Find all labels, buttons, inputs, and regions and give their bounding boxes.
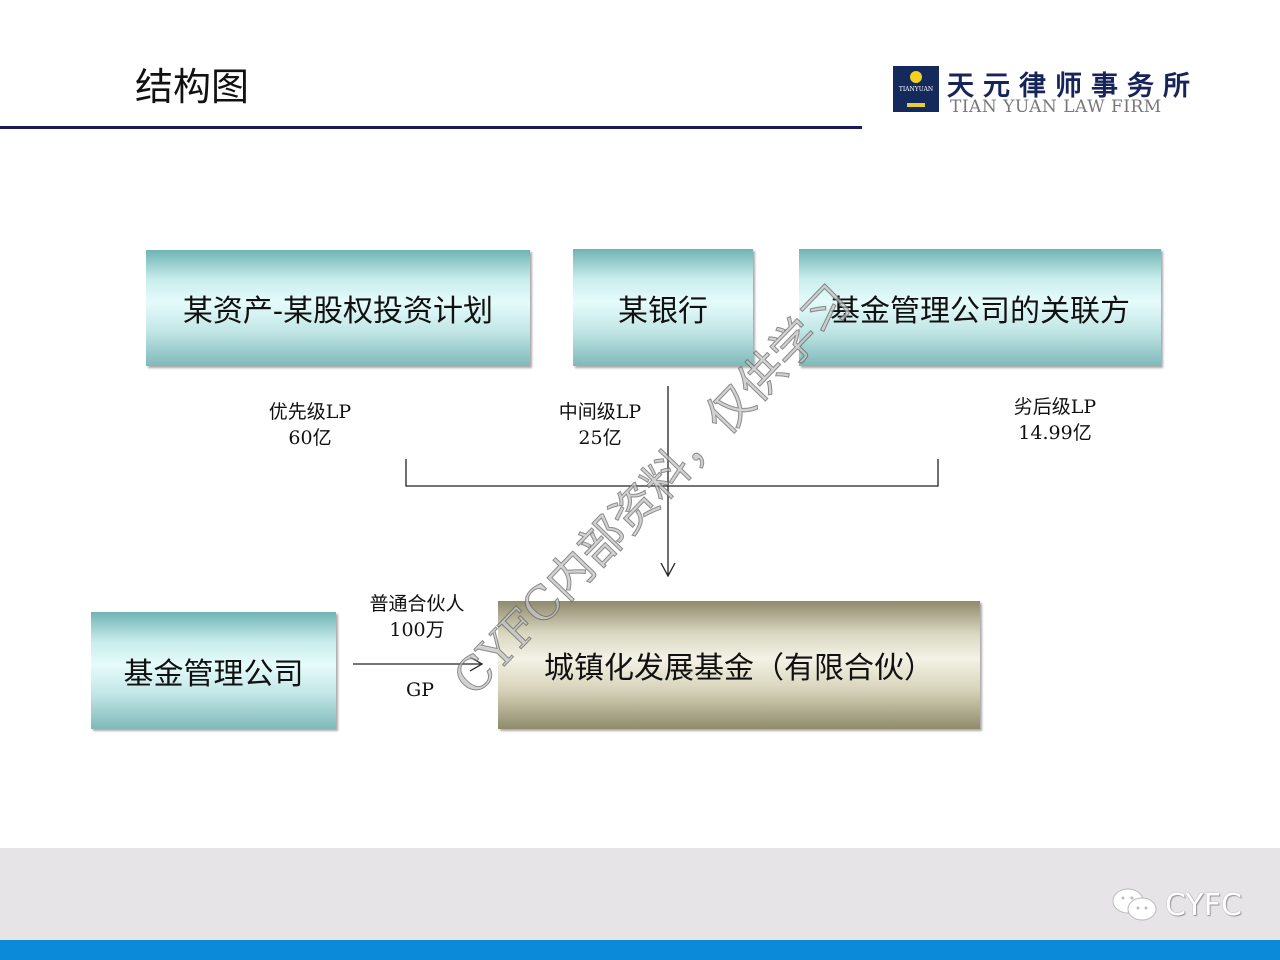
logo-cn: 天元律师事务所 (947, 71, 1199, 102)
mezz-amount: 25亿 (578, 427, 622, 449)
page-title: 结构图 (135, 65, 250, 109)
wechat-icon (1112, 888, 1157, 921)
label-mezz-lp: 中间级LP 25亿 (540, 399, 660, 451)
senior-amount: 60亿 (288, 427, 332, 449)
gp-arrow (353, 656, 484, 672)
footer-brand: CYFC (1165, 888, 1242, 923)
title-divider (0, 126, 862, 129)
box-bank: 某银行 (573, 249, 753, 366)
box-investment-plan: 某资产-某股权投资计划 (146, 250, 530, 366)
senior-tier: 优先级LP (268, 401, 352, 423)
box-fund-manager: 基金管理公司 (91, 612, 336, 729)
box-affiliate: 基金管理公司的关联方 (799, 249, 1161, 366)
footer-bar (0, 940, 1280, 960)
logo-en: TIAN YUAN LAW FIRM (950, 97, 1162, 117)
sun-icon (910, 71, 922, 83)
box-urbanization-fund: 城镇化发展基金（有限合伙） (498, 601, 980, 729)
label-junior-lp: 劣后级LP 14.99亿 (995, 394, 1115, 446)
gp-role: 普通合伙人 (369, 593, 465, 615)
footer (0, 848, 1280, 940)
label-senior-lp: 优先级LP 60亿 (250, 399, 370, 451)
gp-code: GP (406, 679, 434, 701)
label-gp: 普通合伙人 100万 (352, 591, 482, 643)
down-arrow (660, 386, 676, 578)
junior-amount: 14.99亿 (1018, 422, 1092, 444)
logo-mark-text: TIANYUAN (898, 86, 934, 93)
logo-mark: TIANYUAN (893, 66, 939, 112)
junior-tier: 劣后级LP (1013, 396, 1097, 418)
gp-amount: 100万 (389, 619, 445, 641)
bracket-line (405, 459, 939, 487)
law-firm-logo: TIANYUAN 天元律师事务所 TIAN YUAN LAW FIRM (893, 66, 1223, 117)
mezz-tier: 中间级LP (558, 401, 642, 423)
logo-bar (907, 103, 925, 107)
